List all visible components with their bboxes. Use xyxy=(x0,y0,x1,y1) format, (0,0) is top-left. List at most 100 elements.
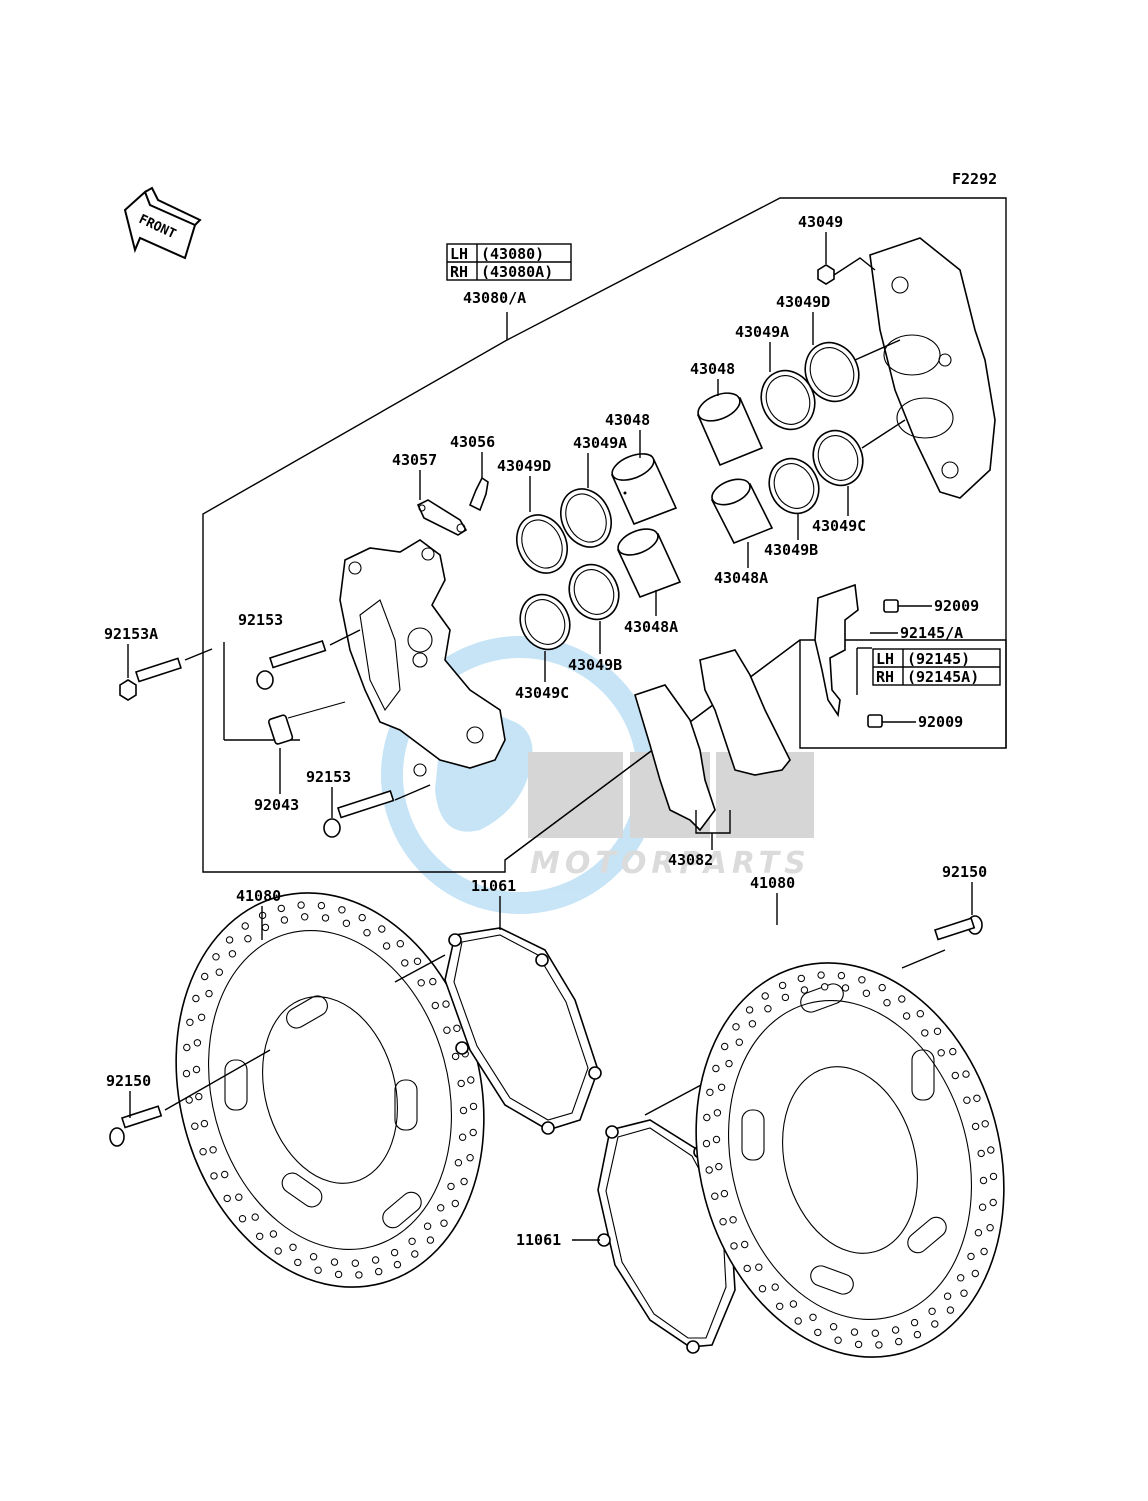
label-43049A-right: 43049A xyxy=(735,323,789,341)
label-92009-bot: 92009 xyxy=(918,713,963,731)
bracket-rh-part: (92145A) xyxy=(907,668,979,686)
disc-gasket-top xyxy=(444,927,602,1135)
disc-hole xyxy=(390,1248,399,1257)
disc-hole xyxy=(460,1177,468,1186)
disc-hole xyxy=(453,1024,461,1033)
caliper-outer-half xyxy=(869,237,996,499)
disc-hole xyxy=(338,906,346,914)
plate-43057 xyxy=(416,499,468,536)
bracket-rh-side: RH xyxy=(876,668,894,686)
label-43082: 43082 xyxy=(668,851,713,869)
disc-hole xyxy=(821,983,829,991)
disc-hole xyxy=(717,1083,726,1092)
disc-hole xyxy=(297,901,305,909)
disc-hole xyxy=(382,942,391,950)
bracket-variant-table: LH (92145) RH (92145A) xyxy=(872,648,1001,686)
disc-hole xyxy=(342,919,351,927)
disc-hole xyxy=(981,1120,989,1128)
label-11061-bot: 11061 xyxy=(516,1231,561,1249)
disc-hole xyxy=(973,1094,981,1103)
disc-hole xyxy=(979,1176,988,1185)
label-43049A-mid: 43049A xyxy=(573,434,627,452)
disc-hole xyxy=(426,1236,435,1244)
disc-hole xyxy=(951,1071,959,1080)
disc-hole xyxy=(375,1267,383,1276)
disc-hole xyxy=(974,1229,983,1237)
bolt-92150-left xyxy=(109,1105,163,1147)
disc-hole xyxy=(743,1264,751,1273)
disc-hole xyxy=(895,1337,903,1346)
disc-hole xyxy=(469,1128,477,1137)
disc-hole xyxy=(223,1194,231,1203)
disc-hole xyxy=(256,1232,264,1241)
disc-hole xyxy=(891,1326,900,1334)
disc-hole xyxy=(413,957,422,965)
disc-hole xyxy=(459,1106,468,1115)
label-92153A: 92153A xyxy=(104,625,158,643)
disc-hole xyxy=(913,1330,922,1339)
disc-hole xyxy=(875,1341,883,1349)
label-92150-left: 92150 xyxy=(106,1072,151,1090)
brake-pads-43082 xyxy=(634,649,791,832)
disc-hole xyxy=(183,1043,191,1052)
disc-hole xyxy=(916,1010,924,1018)
caliper-rh-part: (43080A) xyxy=(481,263,553,281)
right-disc-holes xyxy=(702,971,998,1349)
disc-hole xyxy=(440,1219,448,1227)
disc-hole xyxy=(931,1320,939,1328)
disc-hole xyxy=(778,981,787,990)
disc-hole xyxy=(854,1340,863,1349)
disc-hole xyxy=(789,1300,798,1308)
disc-hole xyxy=(967,1252,975,1261)
disc-hole xyxy=(301,913,309,921)
disc-hole xyxy=(294,1258,302,1267)
disc-hole xyxy=(797,974,805,983)
disc-hole xyxy=(971,1122,980,1131)
disc-hole xyxy=(962,1070,970,1078)
disc-hole xyxy=(937,1049,945,1057)
disc-hole xyxy=(721,1042,729,1051)
label-92145A: 92145/A xyxy=(900,624,963,642)
disc-hole xyxy=(457,1079,465,1088)
disc-hole xyxy=(878,983,886,992)
label-43049B-mid: 43049B xyxy=(568,656,622,674)
disc-hole xyxy=(244,935,252,943)
label-43057: 43057 xyxy=(392,451,437,469)
disc-hole xyxy=(755,1263,763,1271)
disc-hole xyxy=(858,976,866,984)
disc-hole xyxy=(781,993,790,1002)
disc-hole xyxy=(458,1133,467,1141)
disc-hole xyxy=(466,1154,474,1162)
disc-hole xyxy=(748,1020,757,1028)
disc-hole xyxy=(719,1218,727,1226)
bleed-valve-43056 xyxy=(468,476,489,512)
disc-hole xyxy=(963,1096,971,1104)
disc-hole xyxy=(814,1328,822,1337)
disc-hole xyxy=(363,929,371,937)
disc-hole xyxy=(251,1213,259,1221)
disc-hole xyxy=(210,1172,218,1180)
disc-hole xyxy=(401,959,409,967)
disc-hole xyxy=(378,925,386,933)
label-41080-right: 41080 xyxy=(750,874,795,892)
disc-hole xyxy=(314,1266,322,1274)
disc-hole xyxy=(706,1088,714,1097)
disc-hole xyxy=(209,1146,217,1154)
bolt-92153A xyxy=(119,657,182,701)
disc-hole xyxy=(261,923,270,932)
disc-hole xyxy=(871,1329,879,1337)
disc-hole xyxy=(883,999,891,1007)
disc-hole xyxy=(986,1224,994,1232)
disc-hole xyxy=(794,1317,802,1325)
disc-hole xyxy=(703,1113,711,1122)
disc-hole xyxy=(702,1139,711,1148)
disc-hole xyxy=(454,1159,463,1167)
label-43049B-right: 43049B xyxy=(764,541,818,559)
label-41080-left: 41080 xyxy=(236,887,281,905)
disc-hole xyxy=(228,950,237,958)
brake-disc-right xyxy=(695,962,1005,1358)
disc-hole xyxy=(274,1247,282,1255)
disc-hole xyxy=(321,914,330,922)
disc-hole xyxy=(745,1006,754,1014)
